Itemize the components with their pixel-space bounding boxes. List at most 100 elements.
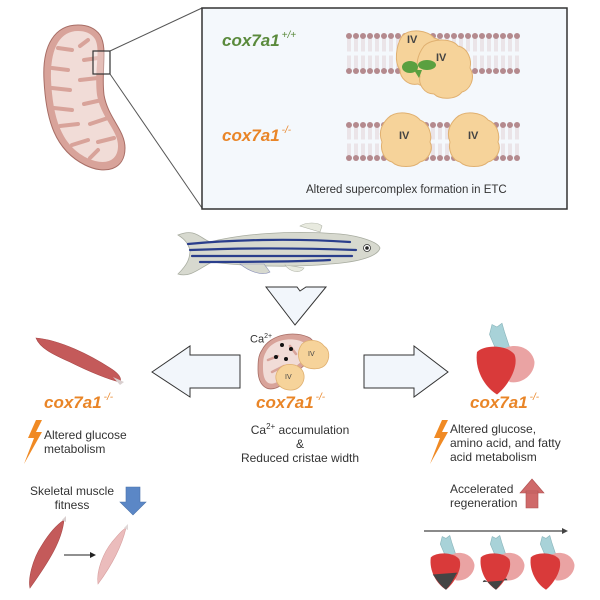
muscle-atrophied-icon bbox=[97, 524, 128, 585]
complex-iv-ko-1 bbox=[379, 112, 432, 167]
complex-iv-label-ko1: IV bbox=[399, 130, 410, 142]
lipid-head bbox=[388, 68, 394, 74]
lipid-head bbox=[493, 68, 499, 74]
complex-iv-label-wt2: IV bbox=[436, 52, 447, 64]
lipid-head bbox=[437, 122, 443, 128]
lipid-head bbox=[514, 33, 520, 39]
lipid-tail bbox=[501, 39, 505, 68]
lipid-tail bbox=[368, 39, 372, 68]
lipid-head bbox=[472, 33, 478, 39]
lipid-head bbox=[360, 122, 366, 128]
lipid-head bbox=[444, 122, 450, 128]
lipid-tail bbox=[508, 39, 512, 68]
arrow-to-muscle bbox=[151, 345, 241, 398]
lipid-head bbox=[437, 155, 443, 161]
bolt-icon-right bbox=[430, 420, 448, 464]
complex-iv-label-ko2: IV bbox=[468, 130, 479, 142]
ca-label: Ca2+ bbox=[250, 333, 273, 346]
lipid-head bbox=[353, 33, 359, 39]
lipid-head bbox=[346, 68, 352, 74]
lipid-head bbox=[346, 122, 352, 128]
lipid-head bbox=[388, 33, 394, 39]
lipid-head bbox=[374, 155, 380, 161]
lipid-tail bbox=[438, 128, 442, 155]
lipid-head bbox=[353, 122, 359, 128]
arrow-to-heart bbox=[363, 344, 449, 398]
lipid-head bbox=[451, 33, 457, 39]
lipid-head bbox=[500, 122, 506, 128]
lipid-head bbox=[486, 68, 492, 74]
injury-region bbox=[432, 572, 458, 590]
lipid-head bbox=[507, 122, 513, 128]
heart-regeneration-text: Accelerated regeneration bbox=[450, 482, 518, 510]
lipid-tail bbox=[368, 128, 372, 155]
lipid-head bbox=[444, 155, 450, 161]
center-genotype-label: cox7a1-/- bbox=[256, 392, 326, 412]
lipid-head bbox=[437, 33, 443, 39]
mitochondrion-icon bbox=[43, 24, 126, 171]
regenerating-heart-1 bbox=[430, 535, 475, 590]
zoom-box bbox=[92, 50, 111, 75]
lipid-head bbox=[353, 68, 359, 74]
lipid-head bbox=[500, 68, 506, 74]
arrow-down-to-mito bbox=[264, 286, 328, 326]
complex-iv-mito-1 bbox=[298, 340, 330, 370]
lipid-head bbox=[514, 155, 520, 161]
lipid-head bbox=[346, 155, 352, 161]
lipid-head bbox=[507, 33, 513, 39]
lipid-tail bbox=[361, 128, 365, 155]
lipid-tail bbox=[389, 39, 393, 68]
lipid-head bbox=[507, 68, 513, 74]
lipid-tail bbox=[466, 39, 470, 68]
lipid-tail bbox=[501, 128, 505, 155]
lipid-head bbox=[360, 68, 366, 74]
lipid-head bbox=[360, 33, 366, 39]
lipid-tail bbox=[375, 39, 379, 68]
bolt-icon-left bbox=[24, 420, 42, 464]
lipid-tail bbox=[361, 39, 365, 68]
lipid-tail bbox=[515, 39, 519, 68]
lipid-tail bbox=[515, 128, 519, 155]
fitness-down-arrow bbox=[119, 486, 147, 516]
zebrafish-icon bbox=[177, 222, 381, 276]
muscle-fitness-text: Skeletal muscle fitness bbox=[29, 484, 115, 512]
lipid-head bbox=[465, 33, 471, 39]
lipid-head bbox=[472, 68, 478, 74]
lipid-head bbox=[367, 122, 373, 128]
lipid-head bbox=[395, 33, 401, 39]
lipid-tail bbox=[375, 128, 379, 155]
complex-iv-label-mito2: IV bbox=[285, 374, 292, 381]
lipid-head bbox=[374, 122, 380, 128]
muscle-genotype-label: cox7a1-/- bbox=[44, 392, 114, 412]
lipid-tail bbox=[459, 39, 463, 68]
lipid-head bbox=[458, 33, 464, 39]
lipid-tail bbox=[382, 39, 386, 68]
inset-caption: Altered supercomplex formation in ETC bbox=[306, 184, 507, 196]
regeneration-up-arrow bbox=[519, 478, 545, 509]
skeletal-muscle-icon bbox=[35, 337, 124, 385]
lipid-head bbox=[514, 122, 520, 128]
lipid-head bbox=[514, 68, 520, 74]
lipid-head bbox=[346, 33, 352, 39]
lipid-head bbox=[500, 33, 506, 39]
lipid-head bbox=[381, 33, 387, 39]
lipid-tail bbox=[347, 39, 351, 68]
arrowhead bbox=[90, 552, 96, 558]
wt-genotype-label: cox7a1+/+ bbox=[222, 30, 297, 50]
complex-iv-mito-2 bbox=[275, 364, 305, 391]
lipid-head bbox=[374, 33, 380, 39]
lipid-tail bbox=[480, 39, 484, 68]
lipid-head bbox=[486, 33, 492, 39]
lipid-head bbox=[374, 68, 380, 74]
heart-icon bbox=[476, 322, 535, 395]
lipid-head bbox=[430, 155, 436, 161]
lipid-tail bbox=[354, 128, 358, 155]
heart-metabolism-text: Altered glucose, amino acid, and fatty a… bbox=[450, 422, 561, 464]
lipid-tail bbox=[473, 39, 477, 68]
lipid-head bbox=[507, 155, 513, 161]
lipid-head bbox=[493, 33, 499, 39]
etc-inset-panel bbox=[201, 7, 568, 210]
lipid-tail bbox=[508, 128, 512, 155]
lipid-tail bbox=[347, 128, 351, 155]
lipid-head bbox=[479, 68, 485, 74]
